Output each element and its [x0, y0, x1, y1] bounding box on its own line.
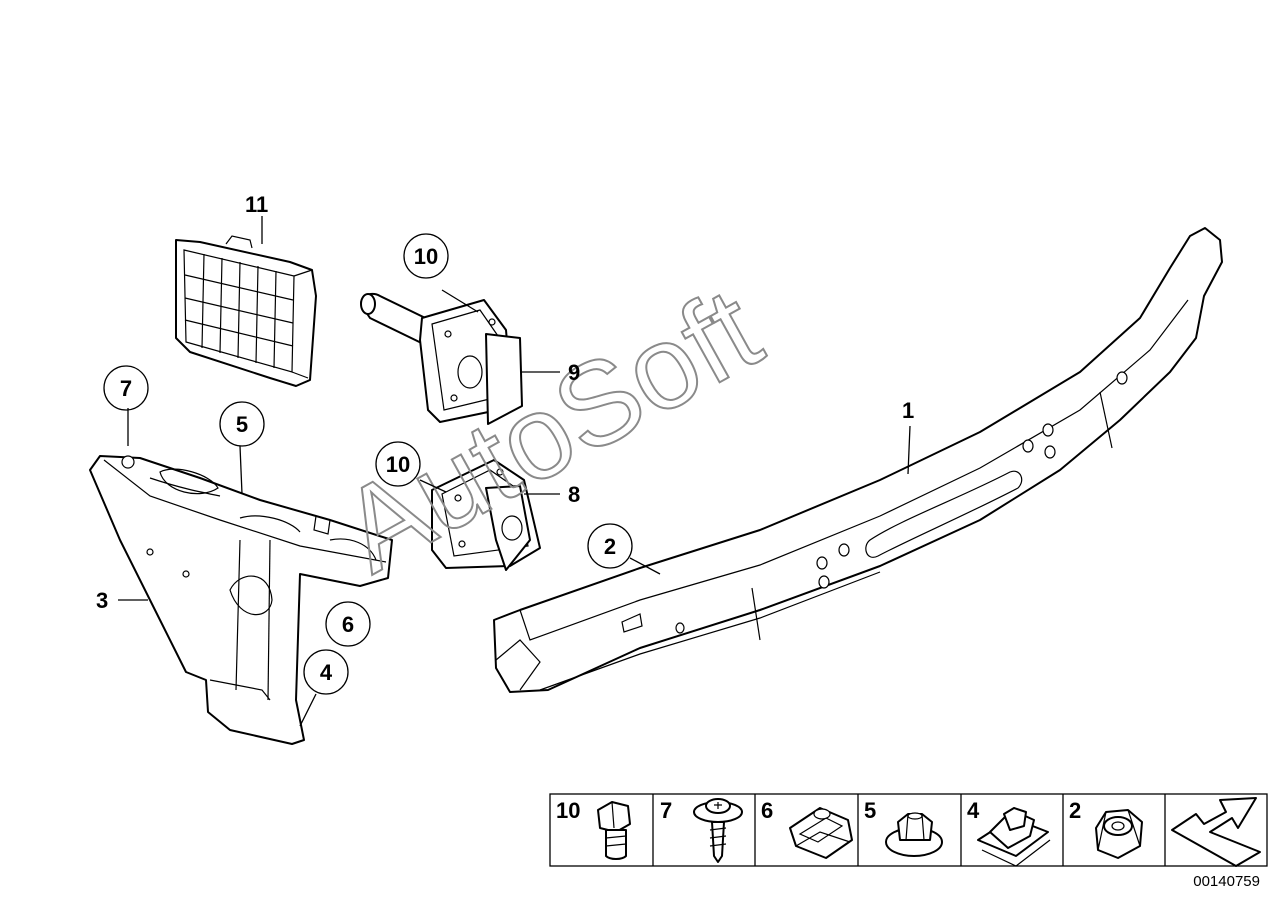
mount-plate-part-8	[431, 459, 541, 571]
callout-6: 6	[342, 612, 354, 637]
callout-1: 1	[902, 398, 914, 423]
clip-nut-icon	[789, 807, 853, 859]
legend-num-10: 10	[556, 798, 580, 823]
legend-num-5: 5	[864, 798, 876, 823]
callout-11: 11	[245, 192, 268, 217]
callout-circle-2	[587, 523, 633, 569]
callout-circle-7	[103, 365, 149, 411]
callout-7: 7	[120, 376, 132, 401]
callout-4: 4	[320, 660, 333, 685]
callout-circle-4	[303, 649, 349, 695]
hex-bolt-icon	[597, 801, 631, 860]
legend-num-2: 2	[1069, 798, 1081, 823]
fastener-legend: 10 7 6 5	[549, 793, 1268, 867]
callout-circle-6	[325, 601, 371, 647]
callout-3: 3	[96, 588, 108, 613]
flange-nut-icon	[885, 812, 943, 857]
legend-num-7: 7	[660, 798, 672, 823]
hex-nut-icon	[1095, 809, 1143, 859]
callout-10-top: 10	[414, 244, 438, 269]
leader-lines	[118, 216, 911, 727]
callout-circle-5	[219, 401, 265, 447]
callout-5: 5	[236, 412, 248, 437]
collar-screw-icon	[693, 798, 743, 863]
callout-circle-10-mid	[375, 441, 421, 487]
callout-labels: 11 10 9 7 5 10 8 1 2 3 6 4	[96, 192, 914, 695]
callout-2: 2	[604, 534, 616, 559]
support-bracket-part-3	[89, 455, 393, 745]
callout-9: 9	[568, 360, 580, 385]
legend-num-4: 4	[967, 798, 980, 823]
callout-8: 8	[568, 482, 580, 507]
grille-cover-part-11	[175, 235, 317, 387]
direction-arrow-icon	[1171, 797, 1261, 867]
document-number: 00140759	[1193, 873, 1260, 890]
spring-nut-icon	[977, 807, 1051, 867]
callout-circle-10-top	[403, 233, 449, 279]
legend-num-6: 6	[761, 798, 773, 823]
bumper-carrier-part-1	[493, 227, 1223, 693]
towing-eye-mount-part-9	[360, 292, 523, 425]
callout-10-mid: 10	[386, 452, 410, 477]
